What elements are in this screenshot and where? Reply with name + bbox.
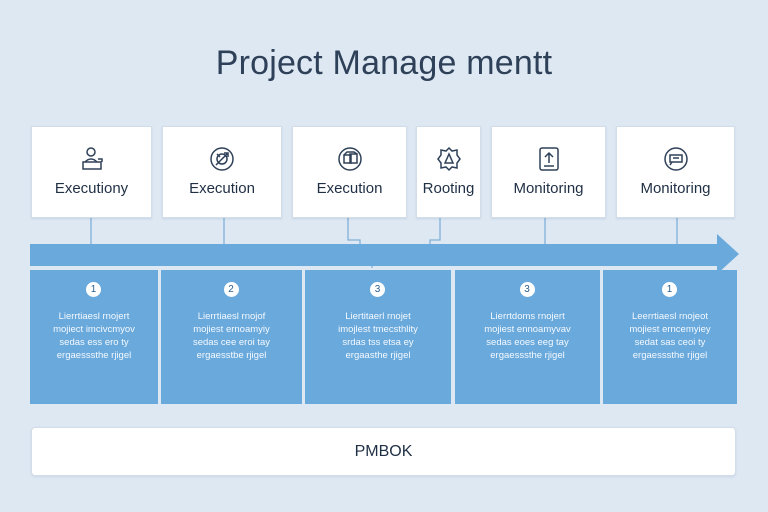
phase-label-5: Monitoring — [513, 180, 584, 197]
phase-label-6: Monitoring — [640, 180, 711, 197]
phase-label-4: Rooting — [422, 180, 475, 197]
gear-shield-icon — [436, 146, 461, 172]
phase-card-3: Execution — [292, 126, 407, 218]
boxes-icon — [337, 147, 362, 171]
phase-card-1: Executiony — [31, 126, 152, 218]
chat-monitor-icon — [663, 147, 688, 171]
phase-label-2: Execution — [189, 180, 255, 197]
phase-label-1: Executiony — [54, 180, 129, 197]
footer-pmbok-box: PMBOK — [31, 427, 736, 476]
step-number-5: 1 — [662, 282, 677, 297]
step-number-4: 3 — [519, 282, 535, 297]
step-number-3: 3 — [370, 282, 385, 297]
phase-label-3: Execution — [316, 180, 383, 197]
step-number-2: 2 — [223, 282, 239, 297]
timeline-arrow-body — [30, 234, 739, 274]
phase-card-2: Execution — [162, 126, 282, 218]
target-icon — [210, 147, 234, 171]
step-number-1: 1 — [86, 282, 101, 297]
upload-tablet-icon — [538, 147, 559, 171]
diagram-title: Project Manage mentt — [215, 44, 553, 82]
phase-card-4: Rooting — [416, 126, 481, 218]
person-desk-icon — [81, 147, 103, 170]
phase-card-5: Monitoring — [491, 126, 606, 218]
phase-card-6: Monitoring — [616, 126, 735, 218]
